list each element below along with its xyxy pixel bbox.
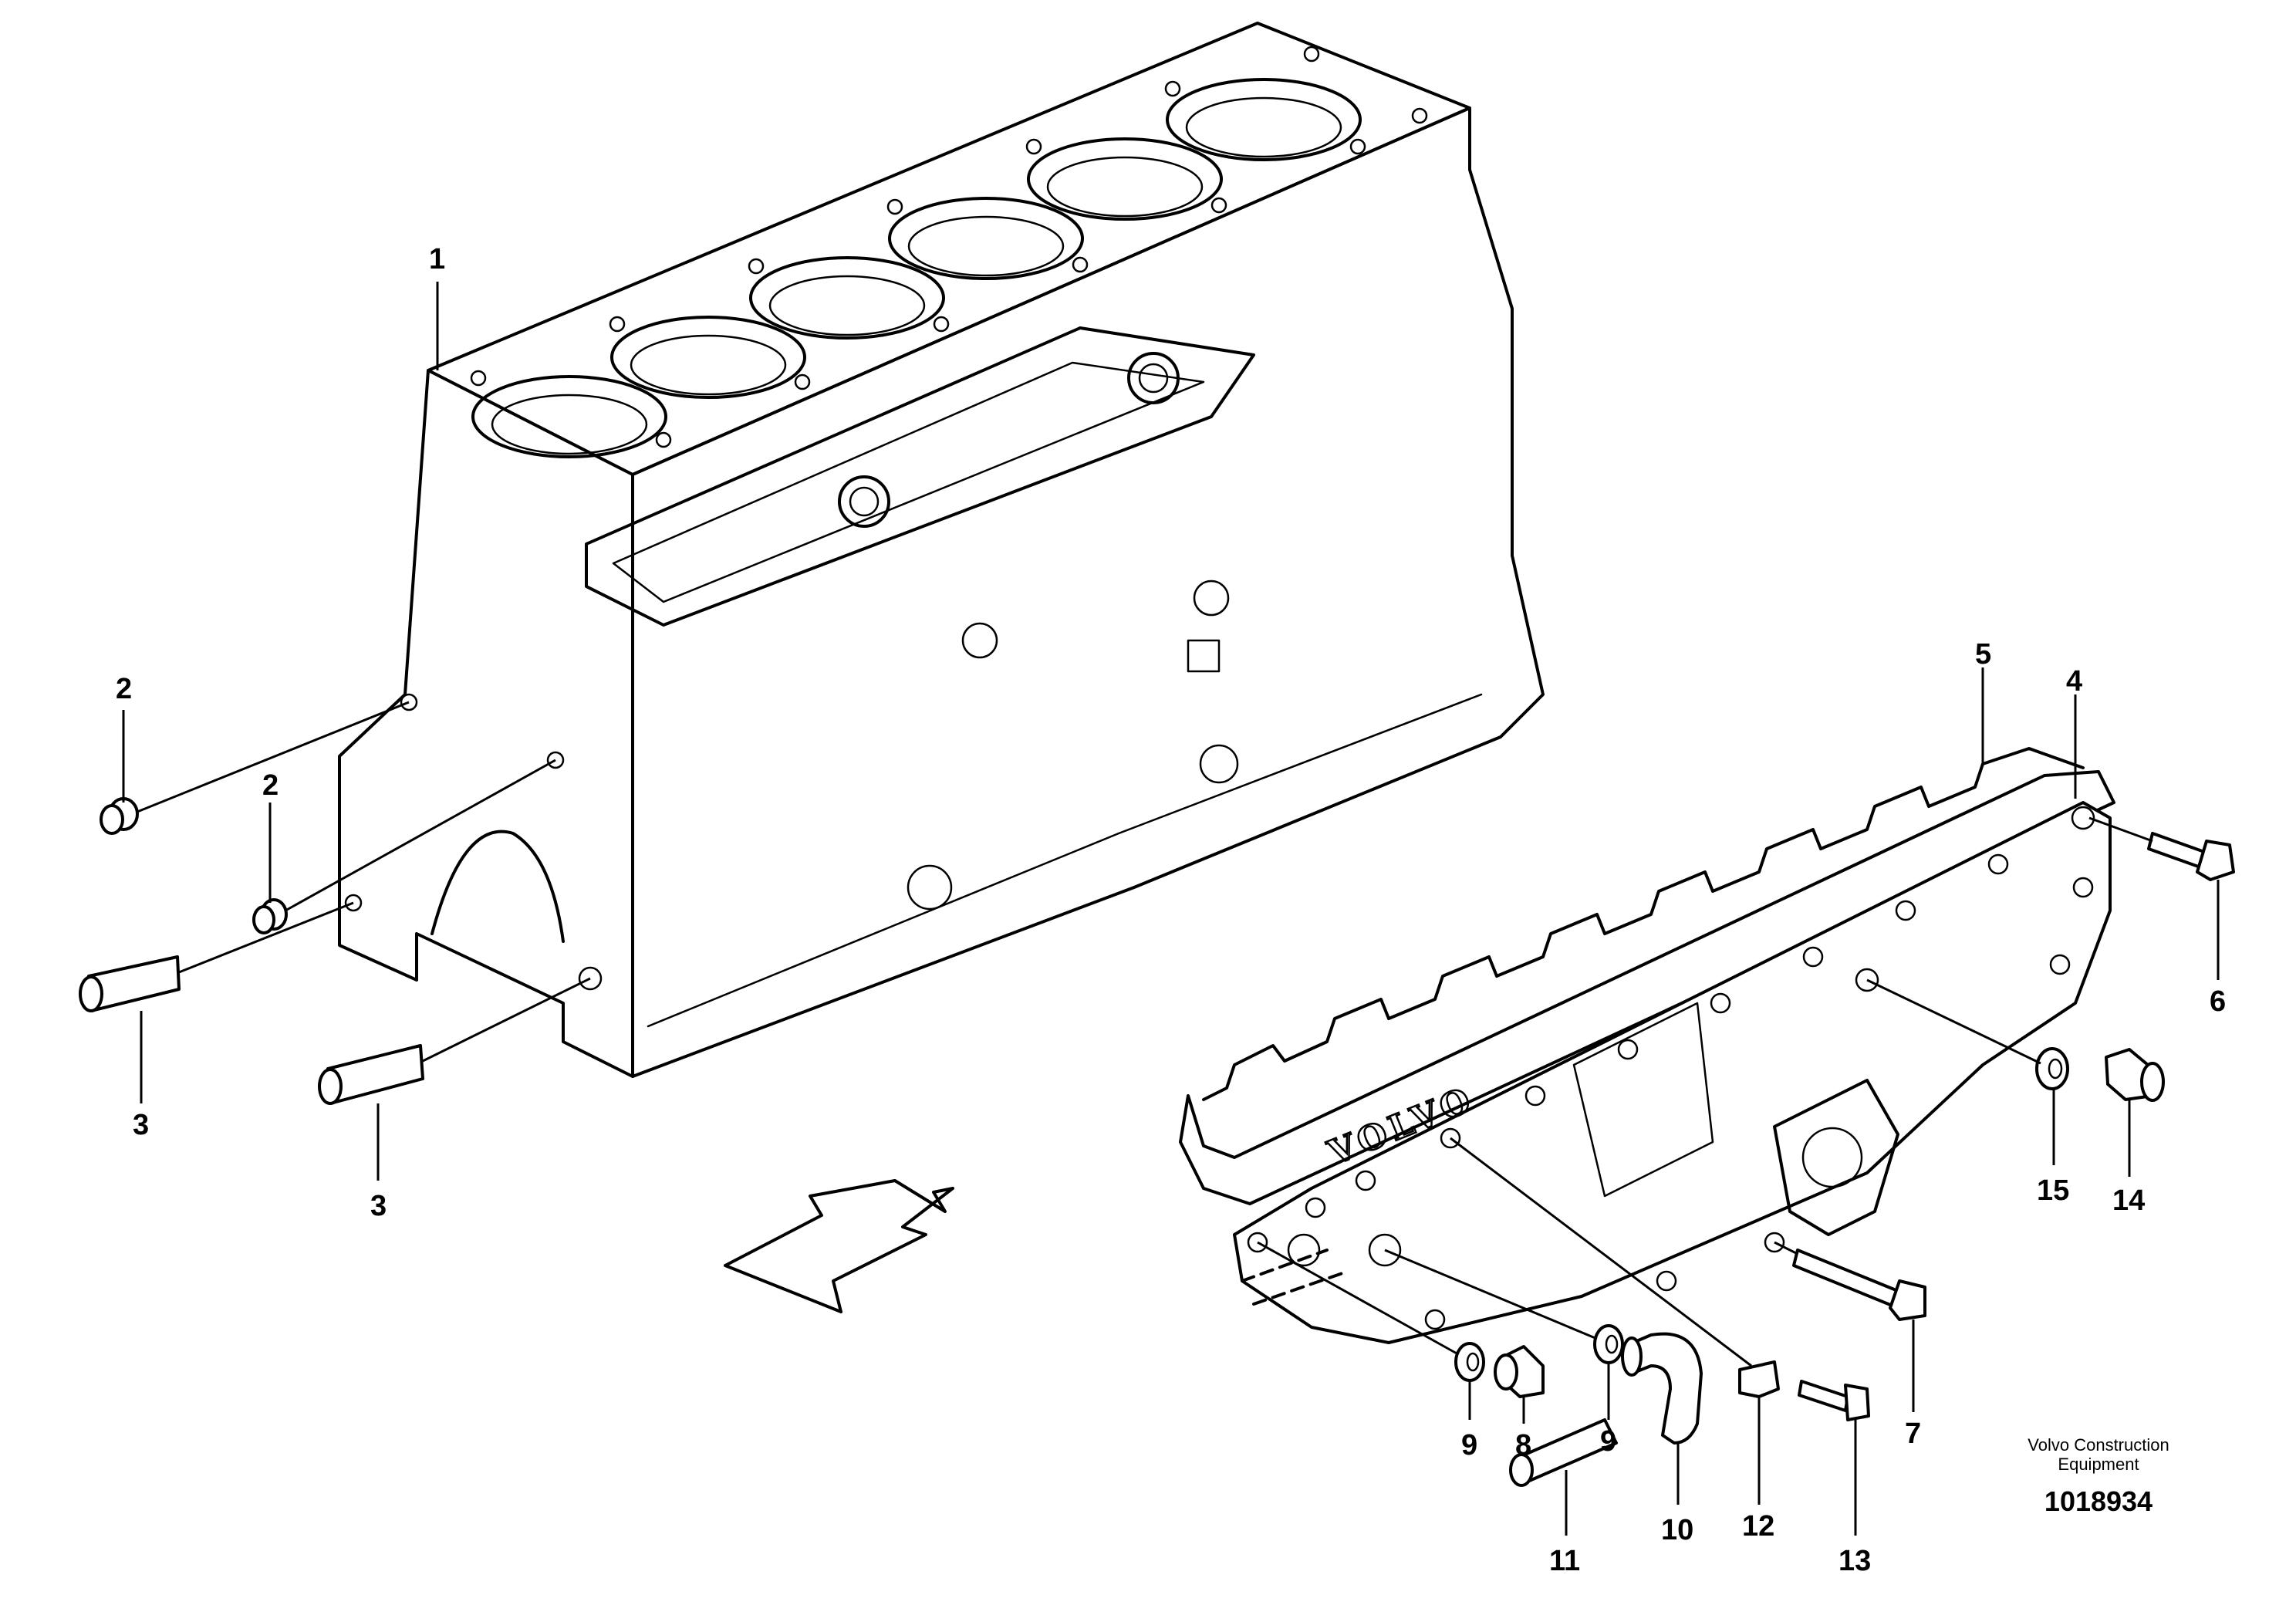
callout-9b: 9: [1600, 1425, 1616, 1458]
bolt-7: [1792, 1249, 1926, 1321]
plug-2-lower: [252, 898, 288, 934]
callout-2a: 2: [116, 673, 132, 705]
callout-9a: 9: [1461, 1429, 1477, 1461]
callout-5: 5: [1975, 638, 1991, 671]
bolt-13: [1798, 1380, 1870, 1421]
callout-2b: 2: [262, 769, 279, 802]
plug-8: [1494, 1345, 1545, 1398]
brand-block: Volvo Construction Equipment 1018934: [2028, 1435, 2169, 1517]
clip-12: [1738, 1360, 1780, 1398]
callout-13: 13: [1838, 1545, 1871, 1577]
callout-8: 8: [1515, 1429, 1531, 1461]
deck-bolt-holes: [470, 46, 1428, 448]
brand-name: Volvo Construction: [2028, 1435, 2169, 1455]
oil-cover-assembly: VOLVO: [1179, 747, 2115, 1344]
callout-12: 12: [1742, 1510, 1774, 1543]
pin-3-lower: [318, 1044, 424, 1105]
callout-7: 7: [1905, 1418, 1921, 1450]
washer-9-right: [1593, 1324, 1624, 1364]
engine-block: [338, 22, 1545, 1078]
callout-6: 6: [2210, 985, 2226, 1018]
callout-15: 15: [2037, 1174, 2069, 1207]
callout-1: 1: [429, 243, 445, 275]
callout-labels: 1 2 2 3 3 4 5 6 7 8 9 9 10 11 12 13 14 1…: [116, 243, 2226, 1577]
pin-3-upper: [79, 955, 181, 1012]
callout-3b: 3: [370, 1190, 387, 1222]
cylinder-bores: [471, 78, 1362, 458]
callout-10: 10: [1661, 1514, 1693, 1546]
hose-11: [1509, 1418, 1618, 1487]
washer-9-left: [1454, 1342, 1485, 1382]
plug-14: [2105, 1048, 2165, 1102]
document-number: 1018934: [2044, 1485, 2152, 1517]
washer-15: [2035, 1047, 2069, 1090]
bolt-6: [2147, 832, 2235, 881]
callout-4: 4: [2066, 665, 2082, 698]
tube-10: [1621, 1332, 1703, 1445]
callout-11: 11: [1549, 1545, 1580, 1577]
plug-2-upper: [100, 797, 139, 835]
direction-arrow-icon: [724, 1179, 954, 1313]
callout-14: 14: [2112, 1184, 2145, 1217]
brand-subtitle: Equipment: [2058, 1455, 2139, 1474]
callout-3a: 3: [133, 1109, 149, 1141]
